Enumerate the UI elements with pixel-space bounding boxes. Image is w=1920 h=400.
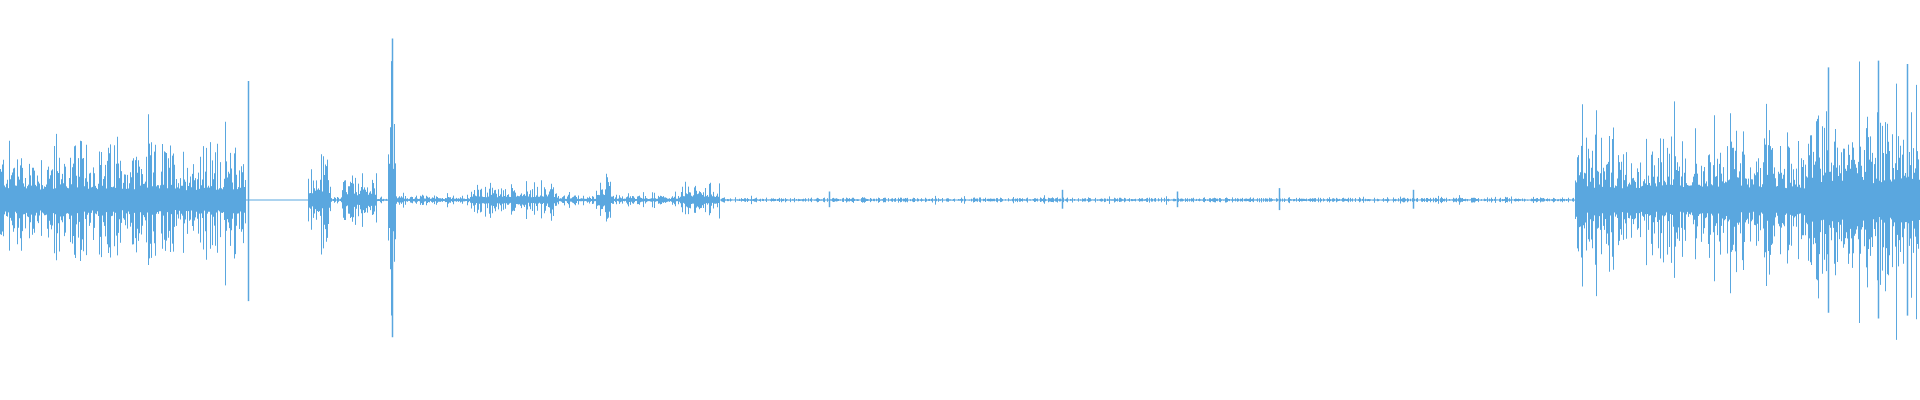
- waveform-samples: [0, 38, 1920, 340]
